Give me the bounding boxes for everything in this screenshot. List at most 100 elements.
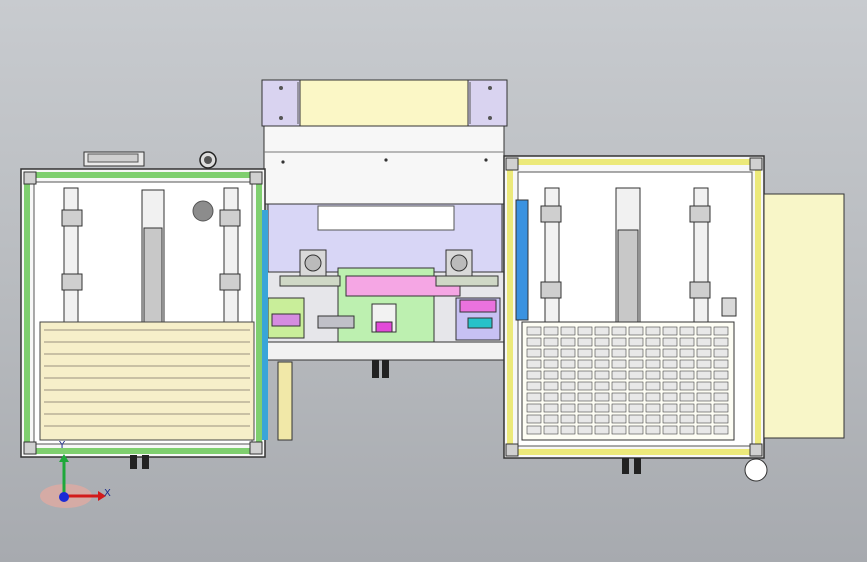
grid-cell xyxy=(713,381,729,391)
grid-cell xyxy=(577,403,593,413)
right-module xyxy=(503,155,845,482)
grid-cell xyxy=(713,348,729,358)
component-grid xyxy=(526,326,729,435)
left-module xyxy=(20,151,268,469)
grid-cell xyxy=(645,381,661,391)
grid-cell xyxy=(696,326,712,336)
grid-cell xyxy=(696,414,712,424)
grid-cell xyxy=(679,381,695,391)
grid-cell xyxy=(560,326,576,336)
center-module xyxy=(261,79,508,378)
grid-cell xyxy=(696,403,712,413)
grid-cell xyxy=(679,370,695,380)
grid-cell xyxy=(662,381,678,391)
grid-cell xyxy=(628,359,644,369)
grid-cell xyxy=(577,370,593,380)
y-axis-label: Y xyxy=(59,440,66,451)
grid-cell xyxy=(594,381,610,391)
grid-cell xyxy=(560,359,576,369)
grid-cell xyxy=(713,370,729,380)
grid-cell xyxy=(662,348,678,358)
grid-cell xyxy=(628,403,644,413)
grid-cell xyxy=(526,359,542,369)
grid-cell xyxy=(696,337,712,347)
grid-cell xyxy=(560,425,576,435)
grid-cell xyxy=(628,326,644,336)
grid-cell xyxy=(577,359,593,369)
grid-cell xyxy=(696,381,712,391)
grid-cell xyxy=(713,414,729,424)
grid-cell xyxy=(662,370,678,380)
grid-cell xyxy=(526,425,542,435)
grid-cell xyxy=(611,414,627,424)
grid-cell xyxy=(662,392,678,402)
grid-cell xyxy=(526,414,542,424)
grid-cell xyxy=(628,337,644,347)
x-axis-label: X xyxy=(104,488,111,499)
grid-cell xyxy=(662,326,678,336)
grid-cell xyxy=(594,425,610,435)
grid-cell xyxy=(713,337,729,347)
grid-cell xyxy=(577,392,593,402)
grid-cell xyxy=(679,414,695,424)
grid-cell xyxy=(526,392,542,402)
grid-cell xyxy=(543,326,559,336)
grid-cell xyxy=(679,337,695,347)
grid-cell xyxy=(543,370,559,380)
grid-cell xyxy=(628,381,644,391)
grid-cell xyxy=(662,359,678,369)
grid-cell xyxy=(679,348,695,358)
grid-cell xyxy=(560,392,576,402)
grid-cell xyxy=(560,381,576,391)
grid-cell xyxy=(696,359,712,369)
grid-cell xyxy=(679,392,695,402)
grid-cell xyxy=(628,392,644,402)
grid-cell xyxy=(577,348,593,358)
tray-slats xyxy=(44,329,250,427)
grid-cell xyxy=(577,326,593,336)
grid-cell xyxy=(645,326,661,336)
grid-cell xyxy=(594,337,610,347)
grid-cell xyxy=(645,359,661,369)
grid-cell xyxy=(577,337,593,347)
grid-cell xyxy=(645,425,661,435)
cable-chain xyxy=(277,361,293,441)
grid-cell xyxy=(713,359,729,369)
grid-cell xyxy=(543,348,559,358)
grid-cell xyxy=(543,414,559,424)
grid-cell xyxy=(543,359,559,369)
grid-cell xyxy=(696,425,712,435)
grid-cell xyxy=(696,348,712,358)
grid-cell xyxy=(560,414,576,424)
grid-cell xyxy=(526,348,542,358)
grid-cell xyxy=(577,381,593,391)
grid-cell xyxy=(594,359,610,369)
grid-cell xyxy=(594,326,610,336)
grid-cell xyxy=(543,381,559,391)
grid-cell xyxy=(628,348,644,358)
grid-cell xyxy=(543,337,559,347)
grid-cell xyxy=(526,381,542,391)
grid-cell xyxy=(594,370,610,380)
grid-cell xyxy=(628,414,644,424)
grid-cell xyxy=(611,403,627,413)
grid-cell xyxy=(577,414,593,424)
grid-cell xyxy=(645,337,661,347)
grid-cell xyxy=(594,403,610,413)
grid-cell xyxy=(611,370,627,380)
grid-cell xyxy=(645,348,661,358)
grid-cell xyxy=(679,403,695,413)
grid-cell xyxy=(645,414,661,424)
grid-cell xyxy=(611,348,627,358)
grid-cell xyxy=(696,370,712,380)
grid-cell xyxy=(645,392,661,402)
grid-cell xyxy=(577,425,593,435)
grid-cell xyxy=(713,425,729,435)
grid-cell xyxy=(560,348,576,358)
grid-cell xyxy=(526,370,542,380)
grid-cell xyxy=(560,337,576,347)
grid-cell xyxy=(611,425,627,435)
grid-cell xyxy=(611,326,627,336)
